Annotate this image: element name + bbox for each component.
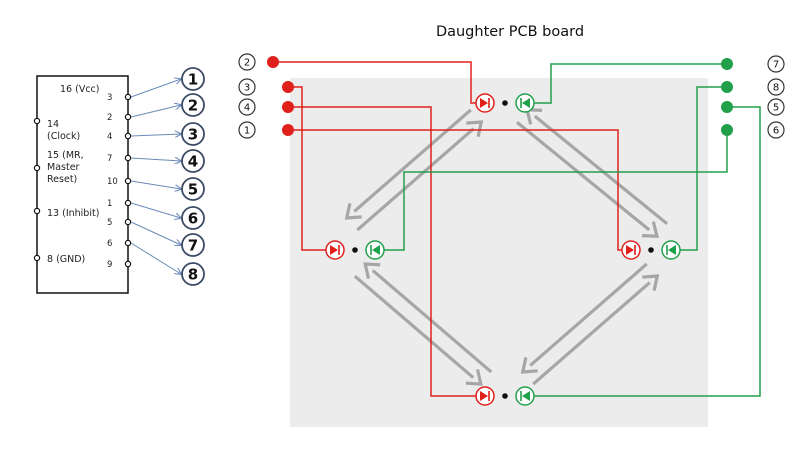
gray-arrow (344, 108, 472, 220)
led-pair (475, 386, 535, 406)
chip-left-label: 13 (Inhibit) (47, 208, 99, 219)
output-circle (181, 206, 205, 230)
wire-output-8 (675, 86, 727, 251)
led-pair (475, 93, 535, 113)
chip-right-pin (124, 218, 132, 226)
output-number: 6 (188, 210, 198, 228)
pin-to-output-arrow (130, 180, 181, 189)
output-number: 1 (188, 71, 198, 89)
chip-pin-number: 10 (107, 177, 118, 187)
terminal-label: 3 (244, 83, 250, 94)
output-circle (181, 233, 205, 257)
output-circle (181, 122, 205, 146)
pin-to-output-arrow (130, 242, 181, 274)
chip-left-label: 15 (MR, (47, 150, 84, 161)
chip-right-pin (124, 132, 132, 140)
chip-left-pin (33, 254, 41, 262)
gray-arrow (363, 262, 493, 374)
chip-pin-number: 6 (107, 239, 112, 249)
output-circle (181, 93, 205, 117)
output-circle (181, 177, 205, 201)
chip-pin-number: 5 (107, 218, 112, 228)
chip-right-pin (124, 239, 132, 247)
terminal-label-circle (767, 98, 785, 116)
wire-output-7 (527, 63, 727, 104)
output-circle (181, 262, 205, 286)
led-pair (621, 240, 681, 260)
terminals-right (721, 58, 733, 136)
gray-arrow (520, 262, 648, 374)
chip-right-pin (124, 199, 132, 207)
chip-left-label: 14 (47, 119, 59, 130)
chip-left-pin (33, 117, 41, 125)
terminal-label: 7 (773, 60, 779, 71)
chip-right-pin (124, 113, 132, 121)
junction-dot (502, 393, 508, 399)
chip-right-pin (124, 154, 132, 162)
chip-pin-number: 2 (107, 113, 112, 123)
gray-arrow (515, 120, 660, 238)
terminal-label-circle (238, 53, 256, 71)
output-number: 2 (188, 97, 198, 115)
terminal-label-circle (238, 98, 256, 116)
chip-left-label: (Clock) (47, 131, 80, 142)
chip-pin-number: 1 (107, 199, 112, 209)
chip-left-label: Master (47, 162, 80, 173)
green-wires (379, 63, 761, 397)
pin-to-output-arrow (130, 134, 181, 136)
output-number: 5 (188, 181, 198, 199)
chip-left-label: 8 (GND) (47, 254, 85, 265)
chip-pin-number: 4 (107, 132, 112, 142)
chip-pin-number: 3 (107, 93, 112, 103)
chip-right-pin (124, 93, 132, 101)
output-number: 3 (188, 126, 198, 144)
terminal-label-circle (767, 55, 785, 73)
junction-dot (648, 247, 654, 253)
junction-dot (502, 100, 508, 106)
board-title: Daughter PCB board (436, 24, 584, 40)
terminal-label-circle (767, 78, 785, 96)
terminal-label: 6 (773, 126, 779, 137)
terminals-left (267, 56, 294, 136)
wire-input-3 (288, 86, 330, 251)
chip-pin-number: 7 (107, 154, 112, 164)
output-number: 7 (188, 237, 198, 255)
chip-left-pin (33, 164, 41, 172)
led-pair (325, 240, 385, 260)
terminal-label-circle (767, 121, 785, 139)
wire-input-4 (288, 106, 484, 397)
output-number: 8 (188, 266, 198, 284)
terminal-label: 5 (773, 103, 779, 114)
terminal-label-circle (238, 121, 256, 139)
wire-output-5 (527, 106, 761, 397)
chip-left-pin (33, 207, 41, 215)
pin-to-output-arrow (130, 221, 181, 245)
terminal-label: 2 (244, 58, 250, 69)
gray-arrow (532, 274, 660, 386)
counter-chip: 16 (Vcc) 14(Clock)15 (MR,MasterReset)13 … (33, 75, 132, 294)
terminal-label-circle (238, 78, 256, 96)
pin-to-output-arrow (130, 202, 181, 218)
chip-left-label: Reset) (47, 174, 77, 185)
chip-vcc-label: 16 (Vcc) (60, 84, 99, 95)
gray-arrow (353, 274, 483, 386)
wire-output-6 (379, 130, 728, 251)
pin-to-output-arrow (130, 158, 181, 161)
terminal-label: 4 (244, 103, 250, 114)
terminal-label: 1 (244, 126, 250, 137)
pin-to-output-arrow (130, 105, 181, 118)
output-circle (181, 149, 205, 173)
gray-arrow (356, 120, 484, 232)
chip-pin-number: 9 (107, 260, 112, 270)
junction-dot (352, 247, 358, 253)
pin-to-output-arrow (130, 79, 181, 98)
output-circle (181, 67, 205, 91)
terminal-label: 8 (773, 83, 779, 94)
chip-right-pin (124, 260, 132, 268)
output-number: 4 (188, 153, 198, 171)
chip-right-pin (124, 177, 132, 185)
